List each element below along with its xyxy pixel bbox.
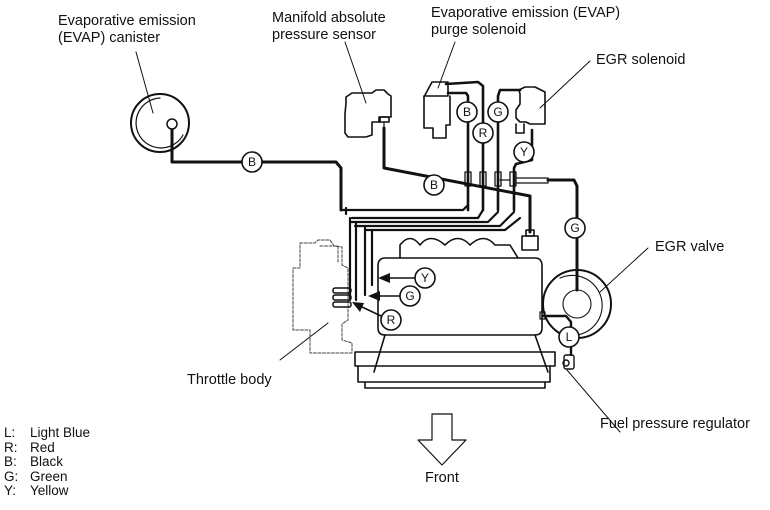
label-front: Front bbox=[425, 470, 459, 486]
tag-canister-hose: B bbox=[241, 151, 263, 173]
svg-text:L: L bbox=[566, 330, 573, 344]
tag-fpr-l: L bbox=[558, 326, 580, 348]
hose-bundle bbox=[339, 203, 522, 302]
leader-egr-solenoid bbox=[539, 60, 591, 109]
fuel-pressure-regulator bbox=[562, 354, 575, 370]
svg-text:G: G bbox=[405, 289, 414, 303]
leader-map-sensor bbox=[344, 41, 367, 104]
color-legend: L:Light Blue R:Red B:Black G:Green Y:Yel… bbox=[4, 425, 91, 499]
throttle-body bbox=[292, 239, 353, 354]
label-map-sensor: Manifold absolute pressure sensor bbox=[272, 10, 386, 43]
svg-text:Y: Y bbox=[421, 271, 429, 285]
label-evap-purge-solenoid: Evaporative emission (EVAP) purge soleno… bbox=[431, 5, 621, 38]
label-egr-solenoid: EGR solenoid bbox=[596, 52, 686, 68]
throttle-nipples bbox=[332, 287, 352, 308]
front-arrow-icon bbox=[417, 413, 467, 466]
legend-item: L:Light Blue bbox=[4, 425, 91, 440]
tag-egr-solenoid-g: G bbox=[487, 101, 509, 123]
legend-item: B:Black bbox=[4, 454, 64, 470]
leader-egr-valve bbox=[599, 247, 649, 293]
leader-throttle-body bbox=[279, 322, 329, 361]
svg-text:G: G bbox=[493, 105, 502, 119]
label-egr-valve: EGR valve bbox=[655, 239, 725, 255]
tag-purge-b: B bbox=[456, 101, 478, 123]
throttle-arrows bbox=[359, 277, 415, 318]
svg-text:R: R bbox=[387, 313, 396, 327]
tag-throttle-y: Y bbox=[414, 267, 436, 289]
label-evap-canister: Evaporative emission (EVAP) canister bbox=[58, 13, 196, 46]
legend-item: G:Green bbox=[4, 468, 68, 484]
tag-egr-solenoid-y: Y bbox=[513, 141, 535, 163]
svg-text:G: G bbox=[570, 221, 579, 235]
svg-text:Y: Y bbox=[520, 145, 528, 159]
tag-map-hose: B bbox=[423, 174, 445, 196]
legend-item: R:Red bbox=[4, 439, 55, 455]
evap-canister bbox=[130, 93, 190, 153]
tag-throttle-g: G bbox=[399, 285, 421, 307]
hose-connectors bbox=[464, 171, 549, 187]
leader-evap-canister bbox=[135, 51, 154, 114]
legend-item: Y:Yellow bbox=[4, 483, 69, 499]
tag-throttle-r: R bbox=[380, 309, 402, 331]
evap-purge-solenoid bbox=[423, 80, 485, 212]
svg-text:B: B bbox=[248, 155, 256, 169]
label-throttle-body: Throttle body bbox=[187, 372, 272, 388]
label-fuel-pressure-regulator: Fuel pressure regulator bbox=[600, 416, 750, 432]
tag-egr-valve-g: G bbox=[564, 217, 586, 239]
svg-text:B: B bbox=[463, 105, 471, 119]
svg-text:B: B bbox=[430, 178, 438, 192]
leader-purge-solenoid bbox=[437, 41, 456, 89]
tag-purge-r: R bbox=[472, 122, 494, 144]
leader-fuel-pressure-regulator bbox=[566, 369, 621, 433]
intake-plenum bbox=[354, 229, 556, 389]
svg-text:R: R bbox=[479, 126, 488, 140]
leader-lines bbox=[135, 41, 649, 433]
